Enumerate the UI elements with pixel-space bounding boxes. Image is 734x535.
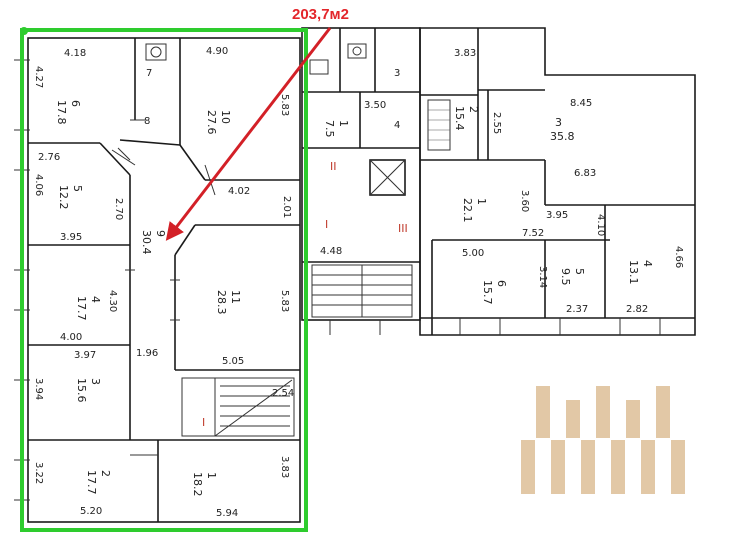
roman-marker: III	[398, 222, 408, 235]
highlight-frame	[20, 28, 308, 532]
room-number: 5	[573, 268, 586, 275]
room-number: 1	[475, 198, 488, 205]
room-area: 15.7	[481, 280, 494, 305]
window-marks-bottom	[329, 318, 661, 335]
dimension: 4.66	[673, 246, 684, 268]
dimension: 6.83	[574, 168, 596, 179]
dimension: 3.50	[364, 100, 386, 111]
room-number: 3	[555, 116, 562, 129]
room-area: 17.7	[75, 296, 88, 321]
room-area: 9.5	[559, 268, 572, 286]
area-label: 203,7м2	[292, 6, 349, 23]
dimension: 5.83	[279, 290, 290, 312]
dimension: 3.83	[454, 48, 476, 59]
right-block	[329, 27, 696, 336]
room-number: 5	[71, 185, 84, 192]
room-number: 1	[337, 120, 350, 127]
room-area: 17.7	[85, 470, 98, 495]
staircase-centre	[311, 264, 413, 318]
roman-marker: II	[330, 160, 337, 173]
right-block-outline	[419, 27, 696, 336]
dimension: 2.54	[272, 388, 294, 399]
room-number: 2	[467, 106, 480, 113]
room-number: 11	[229, 290, 242, 304]
room-number: 4	[89, 296, 102, 303]
roman-marker: I	[202, 416, 205, 429]
dimension: 2.70	[113, 198, 124, 220]
room-area: 30.4	[140, 230, 153, 255]
dimension: 4.48	[320, 246, 342, 257]
dimension: 3.95	[546, 210, 568, 221]
dimension: 4.10	[595, 214, 606, 236]
dimension: 5.05	[222, 356, 244, 367]
roman-marker: I	[325, 218, 328, 231]
room-number: 6	[495, 280, 508, 287]
room-area: 15.4	[453, 106, 466, 131]
dimension: 5.20	[80, 506, 102, 517]
elevator-shaft	[369, 159, 406, 196]
staircase-left	[181, 377, 295, 437]
room-number: 4	[641, 260, 654, 267]
centre-block	[301, 27, 421, 321]
door-marks-left	[111, 119, 216, 456]
dimension: 4.27	[33, 66, 44, 88]
room-marker: 7	[146, 68, 152, 79]
dimension: 3.83	[279, 456, 290, 478]
room-area: 7.5	[323, 120, 336, 138]
room-marker: 4	[394, 120, 400, 131]
shower-unit	[427, 99, 451, 151]
toilet-fixture	[145, 43, 167, 61]
centre-outline	[301, 27, 421, 321]
left-wing-outline	[27, 37, 301, 523]
agency-logo	[521, 386, 685, 494]
room-labels: 6 17.8 10 27.6 1 7.5 2 15.4 3 35.8 5 12.…	[55, 100, 654, 497]
dimension: 4.90	[206, 46, 228, 57]
dimension: 2.55	[491, 112, 502, 134]
room-area: 35.8	[550, 130, 575, 143]
room-area: 12.2	[57, 185, 70, 210]
room-number: 1	[205, 472, 218, 479]
room-number: 6	[69, 100, 82, 107]
highlight-corner-dot	[20, 27, 28, 35]
dimension: 2.37	[566, 304, 588, 315]
dimension: 1.96	[136, 348, 158, 359]
room-number: 3	[89, 378, 102, 385]
dimension: 4.30	[107, 290, 118, 312]
room-area: 13.1	[627, 260, 640, 285]
dimension: 3.14	[537, 266, 548, 288]
dimension: 5.83	[279, 94, 290, 116]
dimension: 5.94	[216, 508, 238, 519]
dimension: 3.97	[74, 350, 96, 361]
dimension: 2.76	[38, 152, 60, 163]
room-number: 10	[219, 110, 232, 124]
dimension: 2.01	[281, 196, 292, 218]
dimension: 4.18	[64, 48, 86, 59]
room-area: 15.6	[75, 378, 88, 403]
dimension: 3.94	[33, 378, 44, 400]
room-number: 9	[154, 230, 167, 237]
dimension: 3.22	[33, 462, 44, 484]
dimension: 7.52	[522, 228, 544, 239]
room-area: 17.8	[55, 100, 68, 125]
dimension: 8.45	[570, 98, 592, 109]
dimension: 4.06	[33, 174, 44, 196]
room-area: 18.2	[191, 472, 204, 497]
dimension: 4.00	[60, 332, 82, 343]
area-arrow	[165, 27, 332, 241]
room-number: 2	[99, 470, 112, 477]
room-marker: 3	[394, 68, 400, 79]
left-wing	[14, 37, 301, 523]
dimension: 5.00	[462, 248, 484, 259]
dimension-labels: 4.18 4.90 4.27 5.83 2.76 4.06 2.70 3.95 …	[33, 46, 684, 519]
room-marker: 8	[144, 116, 150, 127]
dimension: 3.95	[60, 232, 82, 243]
markers: II I III I 8 7 3 4	[144, 68, 408, 429]
room-area: 27.6	[205, 110, 218, 135]
dimension: 2.82	[626, 304, 648, 315]
room-area: 28.3	[215, 290, 228, 315]
dimension: 4.02	[228, 186, 250, 197]
dimension: 3.60	[519, 190, 530, 212]
room-area: 22.1	[461, 198, 474, 223]
